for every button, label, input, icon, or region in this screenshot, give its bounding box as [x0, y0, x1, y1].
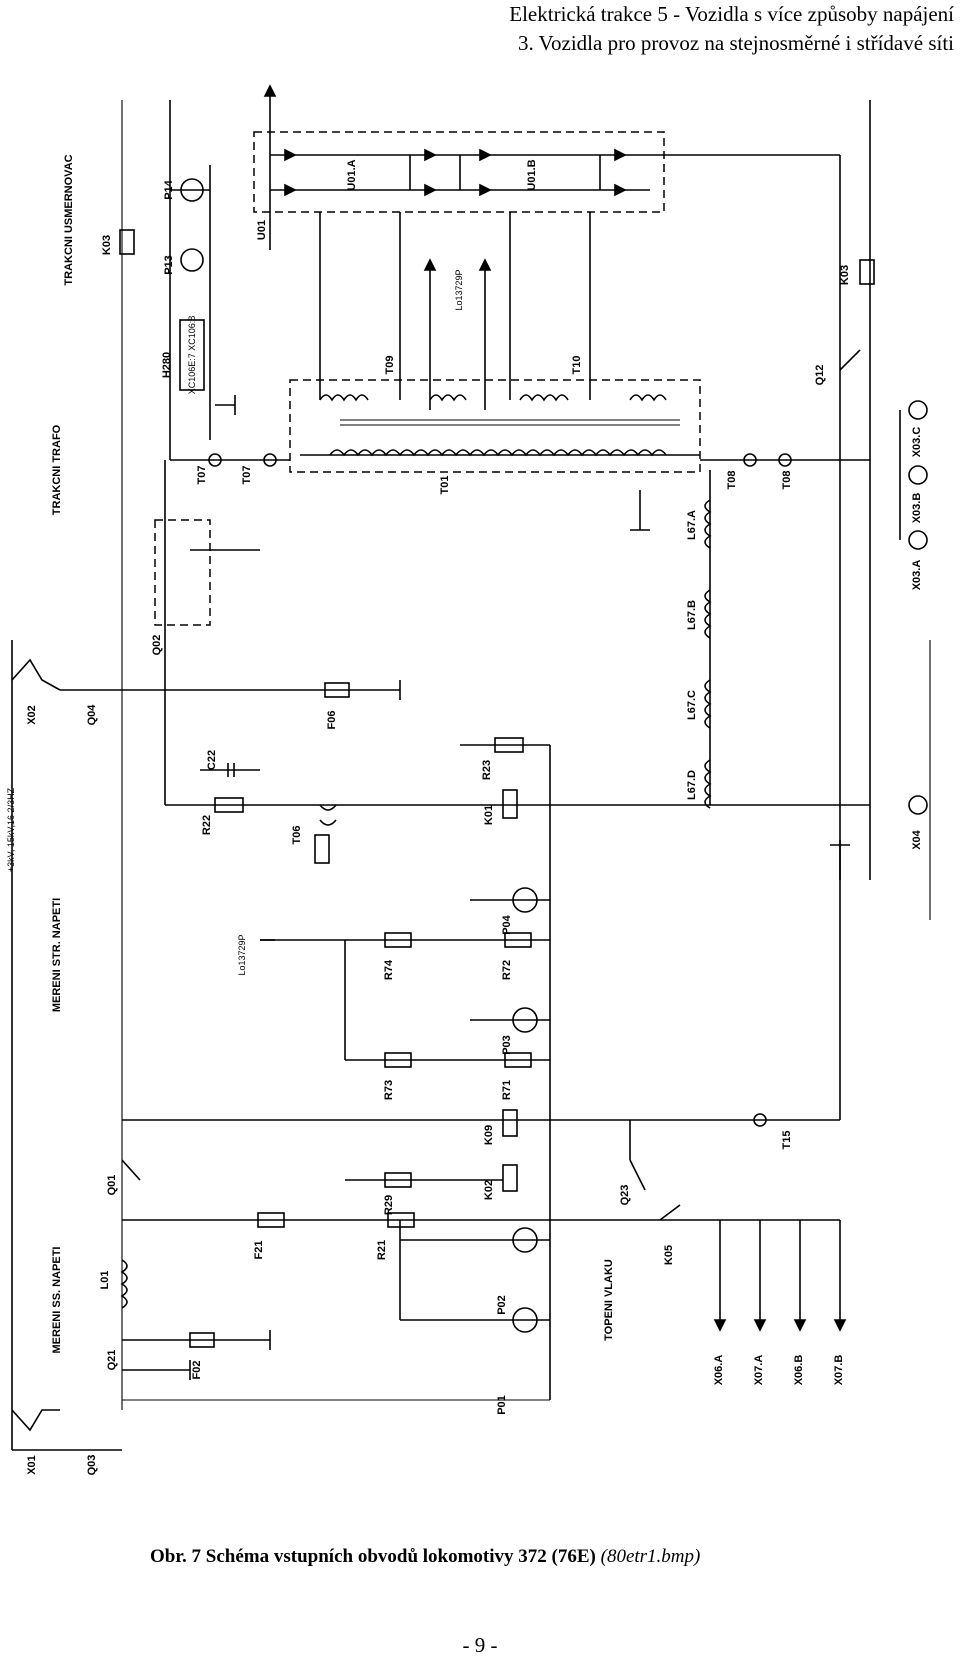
label-Q02: Q02 — [151, 635, 163, 656]
label-P03: P03 — [501, 1035, 513, 1055]
label-C22: C22 — [206, 750, 218, 770]
label-X02: X02 — [26, 705, 38, 725]
label-H280: H280 — [161, 352, 173, 378]
label-X03C: X03.C — [911, 427, 923, 458]
label-topeni: TOPENI VLAKU — [603, 1259, 615, 1341]
label-K02: K02 — [483, 1180, 495, 1200]
label-trakcni-usmernovac: TRAKCNI USMERNOVAC — [63, 154, 75, 285]
label-X03B: X03.B — [911, 493, 923, 524]
label-T01: T01 — [439, 476, 451, 495]
figure-caption: Obr. 7 Schéma vstupních obvodů lokomotiv… — [150, 1546, 700, 1568]
label-Q03: Q03 — [86, 1455, 98, 1476]
label-K01: K01 — [483, 805, 495, 825]
label-X06A: X06.A — [713, 1355, 725, 1386]
label-X07A: X07.A — [753, 1355, 765, 1386]
label-T06: T06 — [291, 826, 303, 845]
label-U01B: U01.B — [526, 159, 538, 190]
label-T07a: T07 — [196, 466, 208, 485]
label-P04: P04 — [501, 914, 513, 934]
page-header: Elektrická trakce 5 - Vozidla s více způ… — [509, 0, 954, 58]
label-X06B: X06.B — [793, 1355, 805, 1386]
header-line-2: 3. Vozidla pro provoz na stejnosměrné i … — [517, 31, 954, 55]
label-T15: T15 — [781, 1131, 793, 1150]
label-Lo2: Lo13729P — [237, 934, 247, 975]
label-K09: K09 — [483, 1125, 495, 1145]
label-L01: L01 — [99, 1271, 111, 1290]
label-L67C: L67.C — [686, 690, 698, 720]
label-R73: R73 — [383, 1080, 395, 1100]
label-R29: R29 — [383, 1195, 395, 1215]
label-Q04: Q04 — [86, 704, 98, 726]
label-K05: K05 — [663, 1245, 675, 1265]
label-U01: U01 — [256, 220, 268, 240]
label-T07b: T07 — [241, 466, 253, 485]
label-R22: R22 — [201, 815, 213, 835]
label-T10: T10 — [571, 356, 583, 375]
header-line-1: Elektrická trakce 5 - Vozidla s více způ… — [509, 2, 954, 26]
label-R21: R21 — [376, 1240, 388, 1260]
label-H280-detail: XC106E:7 XC106:8 — [187, 316, 197, 395]
label-T08b: T08 — [781, 471, 793, 490]
label-Q23: Q23 — [619, 1185, 631, 1206]
label-K03: K03 — [101, 235, 113, 255]
label-X01: X01 — [26, 1455, 38, 1475]
label-P01: P01 — [496, 1395, 508, 1415]
label-T08a: T08 — [726, 471, 738, 490]
label-F06: F06 — [326, 711, 338, 730]
label-P14: P14 — [163, 179, 175, 199]
label-trakcni-trafo: TRAKCNI TRAFO — [51, 424, 63, 515]
label-Q12: Q12 — [814, 365, 826, 386]
label-K03b: K03 — [839, 265, 851, 285]
page-number: - 9 - — [462, 1633, 498, 1657]
label-P13: P13 — [163, 255, 175, 275]
label-T09: T09 — [384, 356, 396, 375]
label-P02: P02 — [496, 1295, 508, 1315]
label-R71: R71 — [501, 1080, 513, 1100]
label-X04: X04 — [911, 829, 923, 849]
label-L67A: L67.A — [686, 510, 698, 540]
label-U01A: U01.A — [346, 159, 358, 190]
label-supply: +3kV, 15kV,16 2/3HZ — [6, 787, 16, 872]
label-Lo1: Lo13729P — [454, 269, 464, 310]
label-F21: F21 — [253, 1241, 265, 1260]
label-R23: R23 — [481, 760, 493, 780]
label-L67D: L67.D — [686, 770, 698, 800]
circuit-schematic: TRAKCNI USMERNOVAC TRAKCNI TRAFO MERENI … — [6, 84, 931, 1476]
label-R74: R74 — [383, 959, 395, 980]
label-Q01: Q01 — [106, 1175, 118, 1196]
label-mereni-ss: MERENI SS. NAPETI — [51, 1247, 63, 1354]
caption-filename: (80etr1.bmp) — [600, 1546, 701, 1567]
label-F02: F02 — [191, 1361, 203, 1380]
label-X03A: X03.A — [911, 560, 923, 591]
caption-text: Obr. 7 Schéma vstupních obvodů lokomotiv… — [150, 1546, 596, 1567]
label-R72: R72 — [501, 960, 513, 980]
label-L67B: L67.B — [686, 600, 698, 630]
label-mereni-str: MERENI STR. NAPETI — [51, 898, 63, 1012]
label-Q21: Q21 — [106, 1350, 118, 1371]
label-X07B: X07.B — [833, 1355, 845, 1386]
